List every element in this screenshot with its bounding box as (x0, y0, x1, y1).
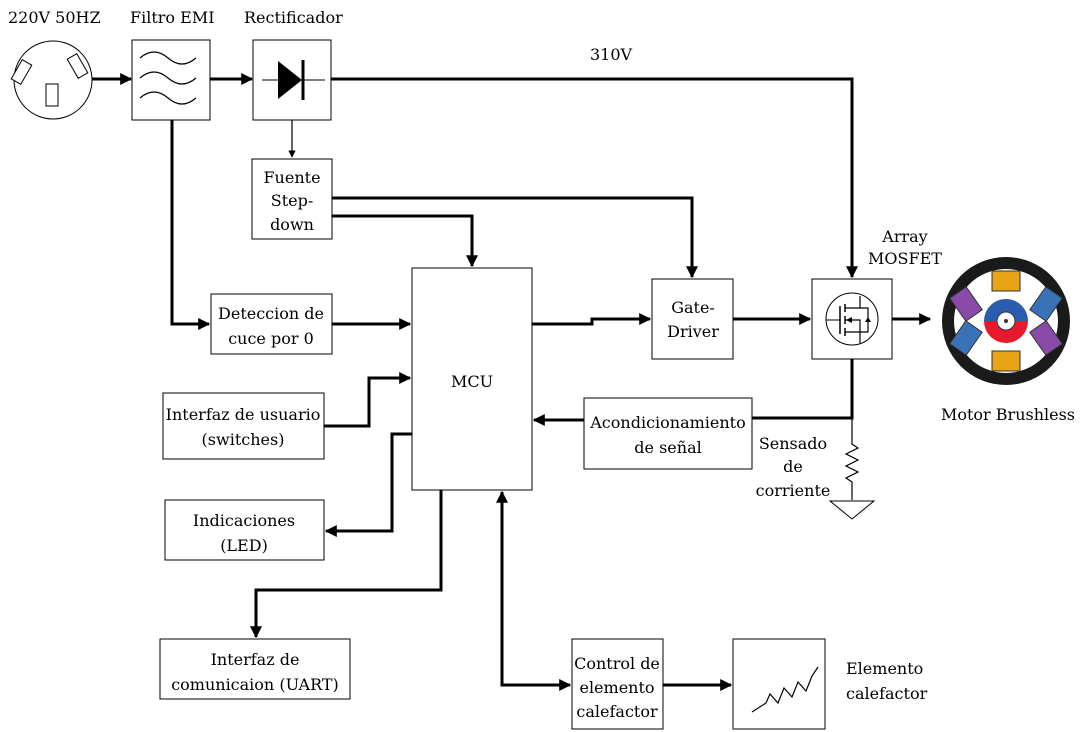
wire-mcu-to-indicators (324, 432, 412, 537)
mcu-block (411, 267, 533, 491)
emi-label: Filtro EMI (130, 8, 215, 27)
emi-filter-icon (131, 39, 211, 121)
zero-cross-block (210, 293, 333, 355)
comm-interface-block (159, 638, 351, 700)
user-interface-label-2: (switches) (202, 430, 285, 449)
array-label-2: MOSFET (868, 249, 942, 268)
heater-control-label-1: Control de (574, 654, 660, 673)
voltage-label: 310V (590, 45, 633, 64)
heater-control-block (571, 638, 664, 730)
signal-conditioning-label-1: Acondicionamiento (589, 413, 746, 432)
zero-cross-label-2: cuce por 0 (228, 329, 314, 348)
wire-mcu-to-gate-driver (532, 313, 652, 326)
brushless-motor-icon (942, 257, 1070, 385)
sense-label-3: corriente (756, 481, 831, 500)
motor-label: Motor Brushless (941, 405, 1075, 424)
comm-interface-label-1: Interfaz de (211, 650, 300, 669)
source-label: 220V 50HZ (8, 8, 101, 27)
user-interface-label-1: Interfaz de usuario (166, 405, 321, 424)
mcu-label: MCU (451, 372, 493, 391)
diode-icon (252, 39, 332, 121)
wire-emi-to-zero-cross (170, 120, 211, 330)
wire-stepdown-to-mcu (332, 214, 478, 268)
stepdown-label-3: down (270, 215, 314, 234)
indicators-block (164, 499, 325, 561)
array-label-1: Array (881, 227, 927, 246)
heater-label-1: Elemento (846, 659, 923, 678)
wire-310v-bus (331, 77, 858, 279)
signal-conditioning-block (583, 397, 753, 470)
sense-label-1: Sensado (759, 434, 827, 453)
heater-control-label-2: elemento (579, 678, 654, 697)
heater-control-label-3: calefactor (576, 702, 658, 721)
gate-driver-label-2: Driver (667, 322, 719, 341)
stepdown-label-2: Step- (271, 191, 314, 210)
wire-mcu-to-comm-interface (250, 490, 443, 639)
signal-conditioning-label-2: de señal (634, 438, 701, 457)
stepdown-label-1: Fuente (263, 168, 320, 187)
sense-label-2: de (783, 457, 803, 476)
user-interface-block (162, 392, 325, 460)
wire-mcu-to-heater-control (496, 490, 572, 691)
comm-interface-label-2: comunicaion (UART) (171, 675, 339, 694)
wire-mosfet-to-sense (752, 359, 854, 420)
ground-icon (828, 500, 876, 520)
resistor-icon (844, 432, 860, 500)
stepdown-block (251, 158, 333, 240)
wire-stepdown-to-gate-driver (332, 196, 698, 279)
power-outlet-icon (10, 40, 93, 120)
heater-resistor-icon (732, 638, 826, 730)
heater-label-2: calefactor (846, 684, 928, 703)
indicators-label-1: Indicaciones (193, 511, 295, 530)
mosfet-icon (811, 278, 893, 360)
indicators-label-2: (LED) (220, 536, 268, 555)
gate-driver-label-1: Gate- (671, 298, 715, 317)
wire-user-interface-to-mcu (324, 372, 412, 428)
gate-driver-block (651, 278, 734, 360)
rectifier-label: Rectificador (244, 8, 343, 27)
zero-cross-label-1: Deteccion de (218, 304, 324, 323)
